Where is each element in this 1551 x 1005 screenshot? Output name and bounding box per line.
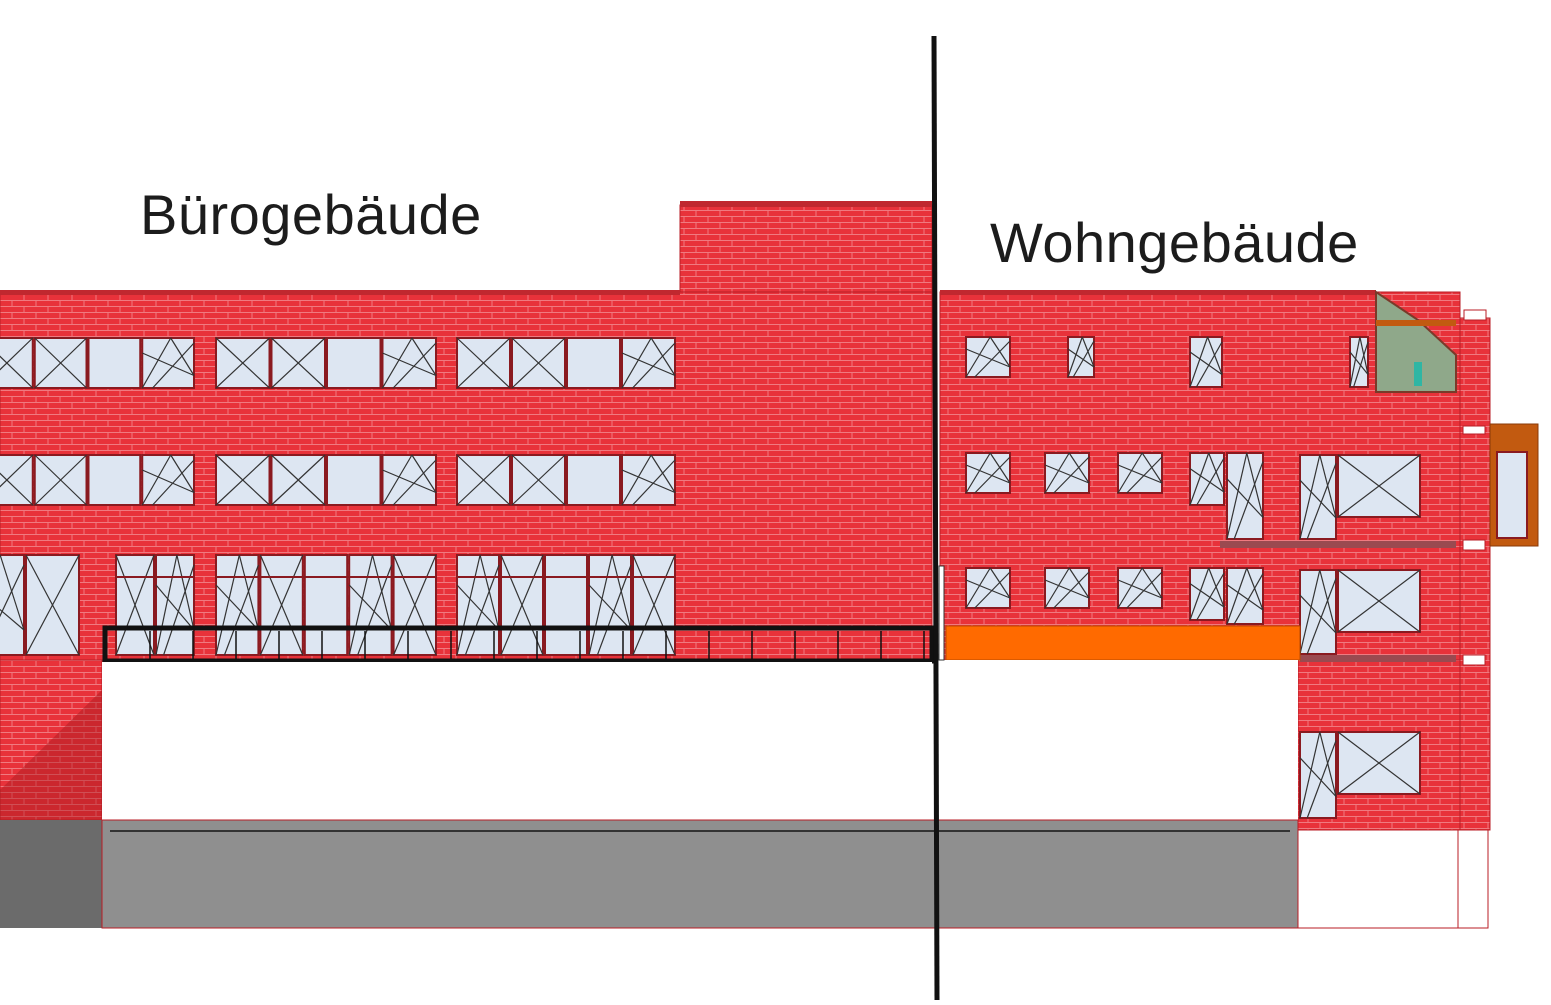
window — [589, 555, 631, 655]
office-open-ground-floor — [102, 662, 932, 820]
window — [1190, 453, 1224, 505]
window — [1068, 337, 1094, 377]
window — [966, 568, 1010, 608]
column-joint-3 — [1463, 655, 1485, 665]
window — [1338, 455, 1420, 517]
window — [622, 455, 675, 505]
window — [633, 555, 675, 655]
window — [272, 338, 326, 388]
window — [272, 455, 326, 505]
window — [567, 338, 620, 388]
office-building-label: Bürogebäude — [140, 182, 482, 247]
base-grey — [102, 820, 1298, 928]
window — [327, 455, 381, 505]
window — [512, 338, 565, 388]
window — [1045, 453, 1089, 493]
office-tower-block — [680, 205, 932, 297]
window — [1338, 732, 1420, 794]
building-divider-line — [934, 36, 937, 1000]
window — [156, 555, 194, 655]
window — [89, 455, 141, 505]
window — [512, 455, 565, 505]
window — [0, 455, 33, 505]
window — [1300, 732, 1336, 818]
window — [457, 338, 510, 388]
window — [0, 338, 33, 388]
window — [567, 455, 620, 505]
window — [1118, 453, 1162, 493]
window — [216, 338, 270, 388]
balcony-slab-lower — [1300, 655, 1456, 662]
roof-terrace-element — [1414, 362, 1422, 386]
residential-building-label: Wohngebäude — [990, 210, 1359, 275]
residential-column-cap — [1464, 310, 1486, 320]
residential-right-column — [1460, 318, 1490, 830]
window — [142, 455, 194, 505]
window — [0, 555, 24, 655]
roof-terrace-top — [1376, 320, 1456, 326]
window — [35, 338, 87, 388]
base-right-white — [1298, 830, 1488, 928]
window — [383, 455, 437, 505]
window — [1338, 570, 1420, 632]
window — [383, 338, 437, 388]
window — [216, 455, 270, 505]
office-building — [0, 201, 932, 820]
office-parapet — [0, 290, 680, 295]
window — [1300, 455, 1336, 539]
window — [26, 555, 79, 655]
window — [457, 555, 499, 655]
window — [966, 453, 1010, 493]
window — [116, 555, 154, 655]
window — [216, 555, 258, 655]
orange-canopy-band — [946, 626, 1300, 660]
window — [394, 555, 436, 655]
balcony-slab-upper — [1220, 541, 1456, 548]
residential-open-ground-floor — [940, 660, 1298, 820]
window — [1227, 453, 1263, 539]
residential-building — [940, 290, 1538, 830]
column-joint-1 — [1463, 426, 1485, 434]
window — [622, 338, 675, 388]
base-left-dark — [0, 820, 102, 928]
building-base — [0, 820, 1488, 928]
window — [1300, 570, 1336, 654]
window — [327, 338, 381, 388]
window — [457, 455, 510, 505]
window — [89, 338, 141, 388]
residential-parapet — [940, 290, 1376, 295]
window — [349, 555, 391, 655]
window — [966, 337, 1010, 377]
window — [1118, 568, 1162, 608]
window — [305, 555, 347, 655]
orange-bay-window — [1497, 452, 1527, 538]
divider-joint — [939, 566, 944, 660]
window — [260, 555, 302, 655]
window — [35, 455, 87, 505]
window — [1227, 568, 1263, 624]
window — [1045, 568, 1089, 608]
window — [1350, 337, 1368, 387]
window — [1190, 337, 1222, 387]
window — [1190, 568, 1224, 620]
window — [142, 338, 194, 388]
column-joint-2 — [1463, 540, 1485, 550]
office-tower-coping — [680, 201, 932, 207]
